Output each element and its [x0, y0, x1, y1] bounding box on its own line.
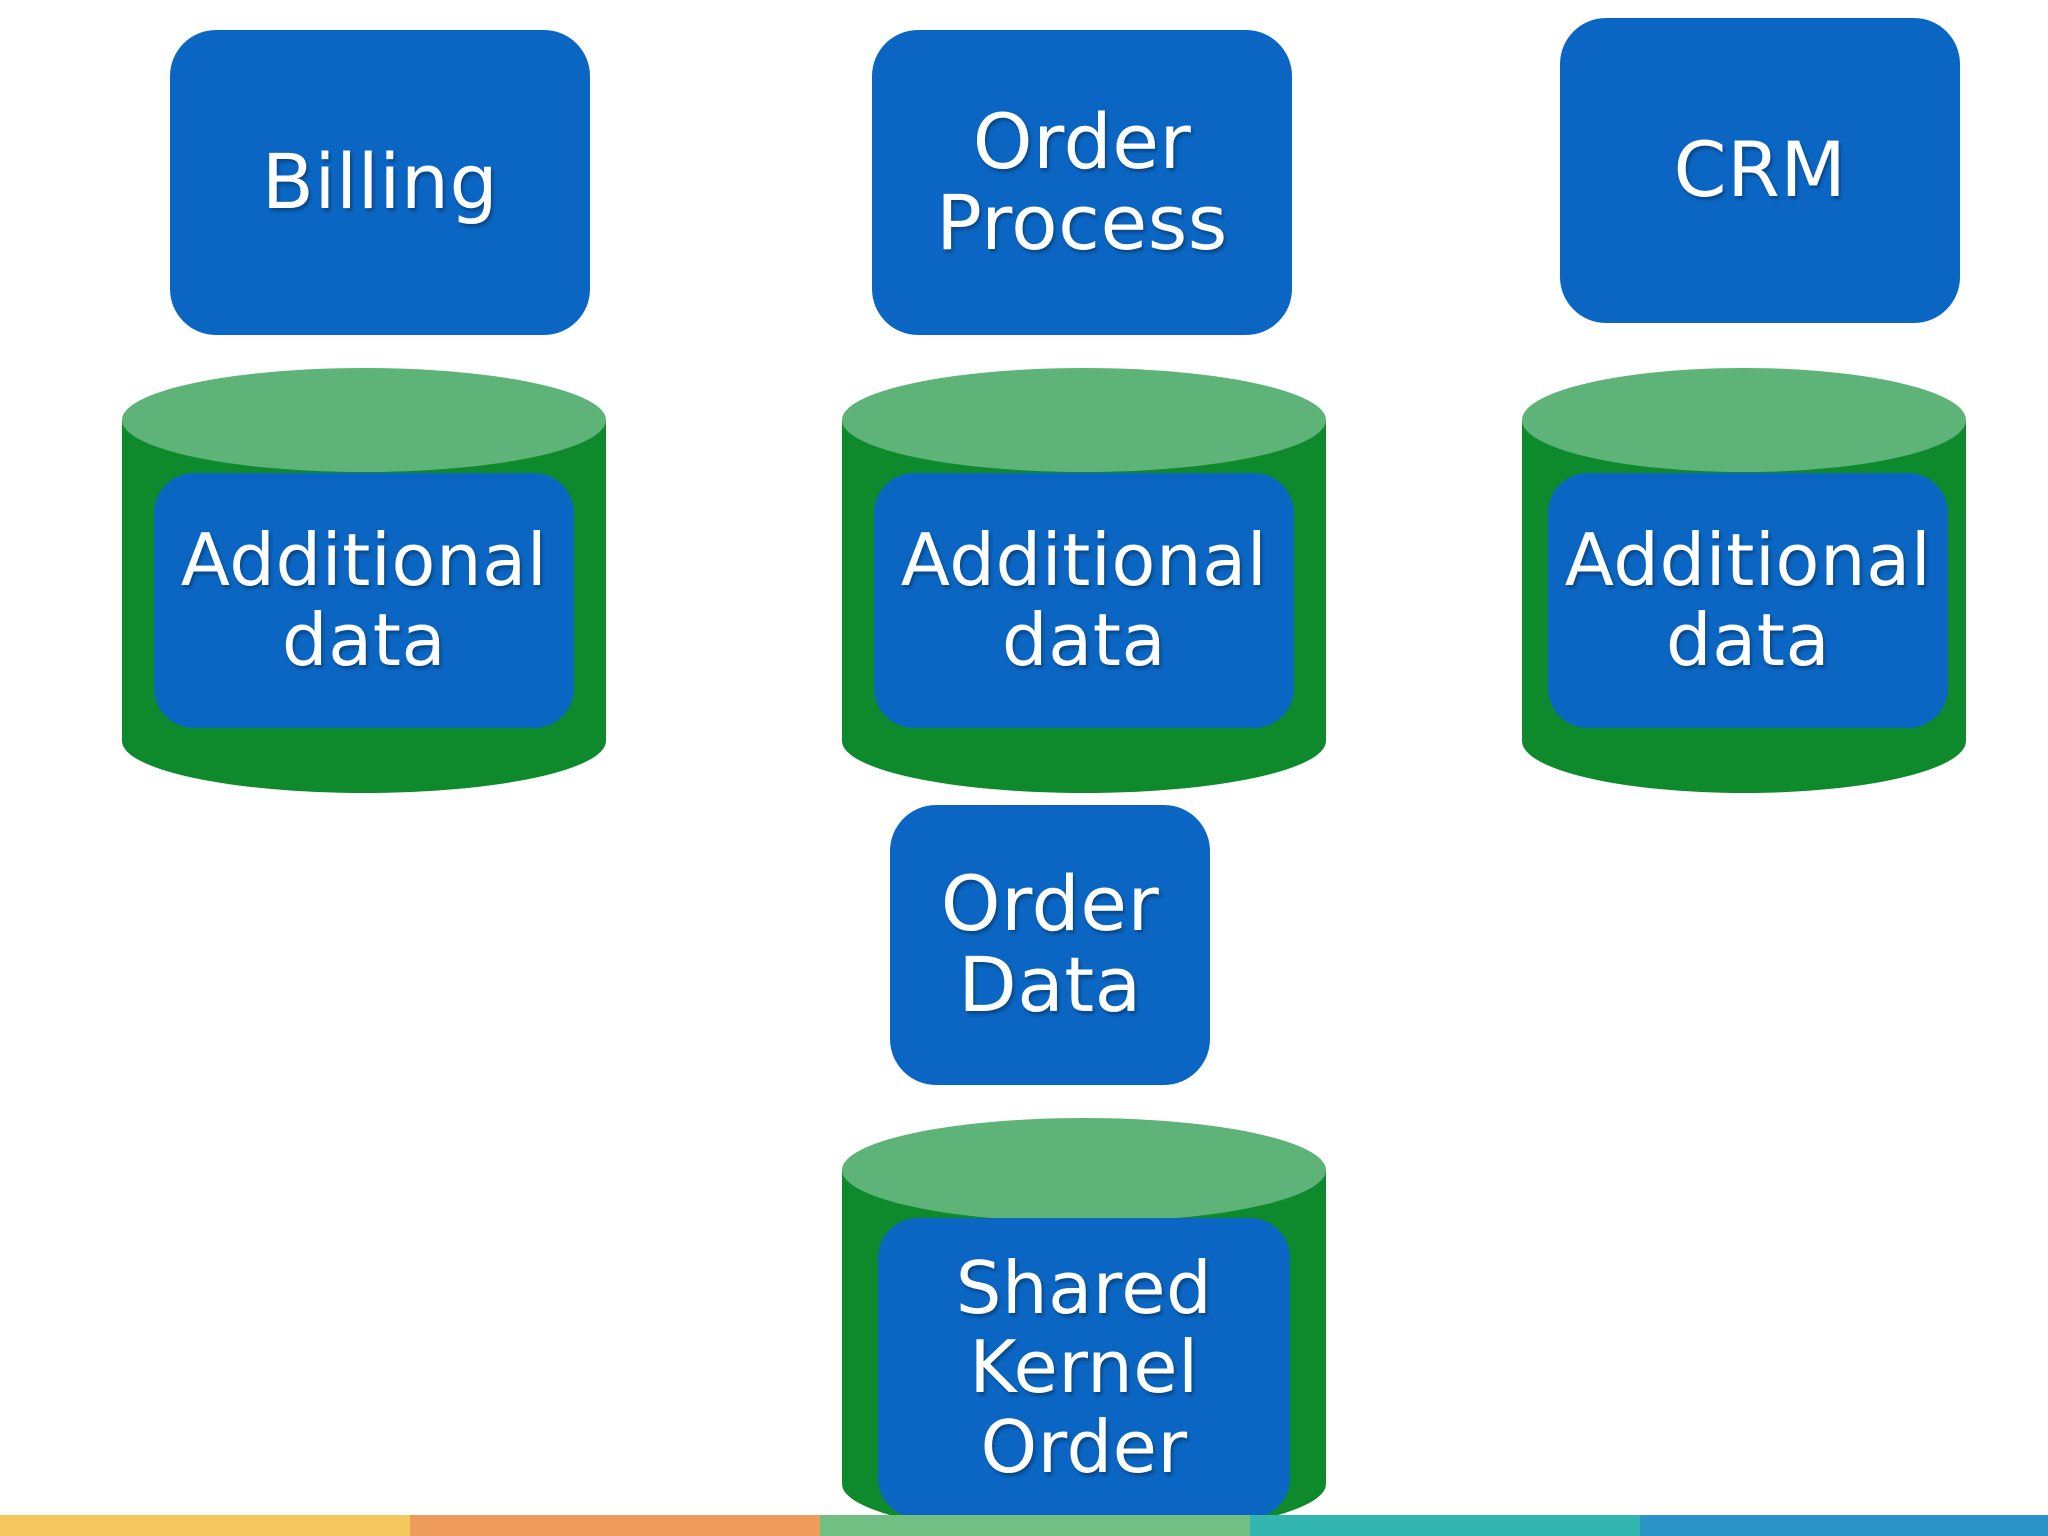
strip-segment-blue: [1640, 1515, 2048, 1536]
database-plate-shared-kernel: Shared Kernel Order: [878, 1218, 1290, 1518]
data-box-order-data-label: Order Data: [940, 859, 1160, 1029]
strip-segment-green: [820, 1515, 1250, 1536]
database-crm-label: Additional data: [1564, 518, 1932, 682]
database-cylinder-order-process[interactable]: Additional data: [838, 368, 1330, 793]
database-shared-kernel-label: Shared Kernel Order: [955, 1246, 1213, 1489]
service-box-billing-label: Billing: [261, 137, 499, 227]
database-plate-crm: Additional data: [1548, 473, 1948, 728]
database-plate-order-process: Additional data: [874, 473, 1294, 728]
database-cylinder-billing[interactable]: Additional data: [118, 368, 610, 793]
database-cylinder-shared-kernel[interactable]: Shared Kernel Order: [838, 1118, 1330, 1536]
strip-segment-orange: [410, 1515, 820, 1536]
database-cylinder-crm[interactable]: Additional data: [1518, 368, 1970, 793]
data-box-order-data[interactable]: Order Data: [890, 805, 1210, 1085]
database-order-process-label: Additional data: [900, 518, 1268, 682]
database-plate-billing: Additional data: [154, 473, 574, 728]
service-box-crm-label: CRM: [1673, 125, 1847, 215]
database-billing-label: Additional data: [180, 518, 548, 682]
service-box-billing[interactable]: Billing: [170, 30, 590, 335]
strip-segment-yellow: [0, 1515, 410, 1536]
strip-segment-teal: [1250, 1515, 1640, 1536]
service-box-order-process-label: Order Process: [936, 96, 1228, 267]
service-box-crm[interactable]: CRM: [1560, 18, 1960, 323]
bottom-color-strip: [0, 1515, 2048, 1536]
service-box-order-process[interactable]: Order Process: [872, 30, 1292, 335]
